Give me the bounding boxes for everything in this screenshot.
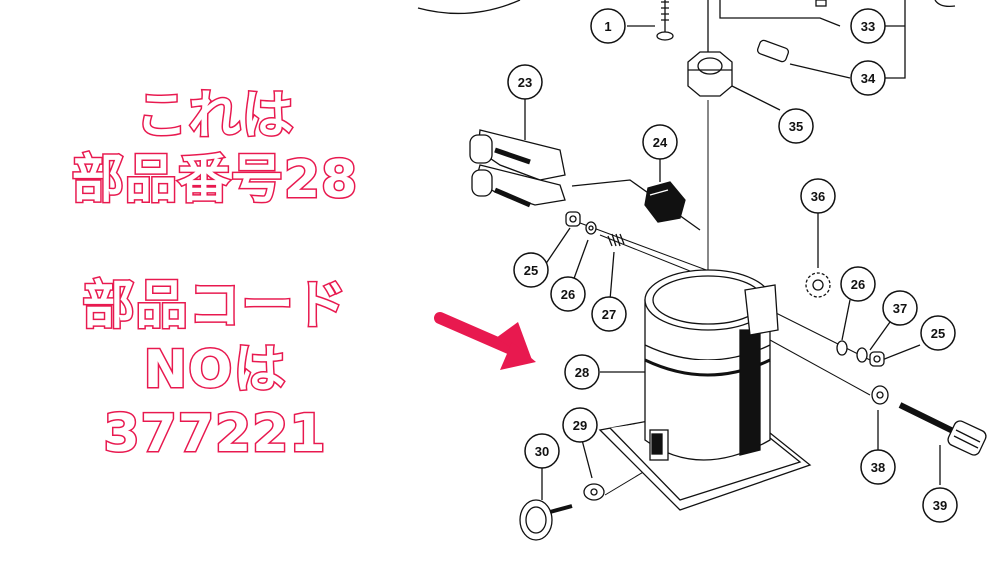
knob-part-24 xyxy=(644,181,686,223)
assembly-line-right-2 xyxy=(769,339,871,396)
callout-label-26a: 26 xyxy=(561,287,575,302)
leader-34 xyxy=(789,63,851,79)
red-pointer-arrow xyxy=(434,312,536,370)
small-part-33 xyxy=(815,0,827,7)
leader-29 xyxy=(581,439,593,479)
callout-27: 27 xyxy=(591,296,627,332)
callout-label-33: 33 xyxy=(861,19,875,34)
leader-35 xyxy=(727,83,781,111)
bracket-33-34 xyxy=(885,0,906,79)
callout-label-39: 39 xyxy=(933,498,947,513)
callout-label-1: 1 xyxy=(604,19,611,34)
callout-label-29: 29 xyxy=(573,418,587,433)
callout-24: 24 xyxy=(642,124,678,160)
callout-23: 23 xyxy=(507,64,543,100)
leader-26a xyxy=(571,239,589,285)
leader-26b xyxy=(841,299,851,341)
gear-part-36 xyxy=(805,272,831,298)
callout-label-27: 27 xyxy=(602,307,616,322)
callout-25b: 25 xyxy=(920,315,956,351)
assembly-line-right-1 xyxy=(769,309,871,361)
nut-part-25b xyxy=(869,351,885,367)
callout-1: 1 xyxy=(590,8,626,44)
callout-33: 33 xyxy=(850,8,886,44)
callout-label-25a: 25 xyxy=(524,263,538,278)
leader-37 xyxy=(869,321,891,351)
top-arc-left xyxy=(417,0,521,15)
callout-26a: 26 xyxy=(550,276,586,312)
annotation-line-1: これは xyxy=(134,86,295,146)
callout-label-28: 28 xyxy=(575,365,589,380)
callout-label-38: 38 xyxy=(871,460,885,475)
washer-part-29 xyxy=(583,483,605,501)
callout-label-30: 30 xyxy=(535,444,549,459)
clamp-lever-part-23 xyxy=(469,129,566,208)
nut-part-25a xyxy=(565,211,581,227)
screw-part-1 xyxy=(656,0,674,41)
callout-29: 29 xyxy=(562,407,598,443)
nut-part-35 xyxy=(687,51,733,97)
callout-37: 37 xyxy=(882,290,918,326)
knob-part-30 xyxy=(519,499,573,541)
callout-38: 38 xyxy=(860,449,896,485)
washer-part-26a xyxy=(585,221,597,235)
annotation-line-5: 377221 xyxy=(102,404,327,464)
callout-label-25b: 25 xyxy=(931,326,945,341)
washer-part-38 xyxy=(871,385,889,405)
washer-part-37 xyxy=(856,347,868,363)
callout-26b: 26 xyxy=(840,266,876,302)
motor-housing-part-28 xyxy=(598,269,812,511)
callout-28: 28 xyxy=(564,354,600,390)
top-arc-right xyxy=(934,0,956,8)
callout-30: 30 xyxy=(524,433,560,469)
callout-label-34: 34 xyxy=(861,71,876,86)
annotation-line-3: 部品コード xyxy=(81,276,348,336)
callout-label-23: 23 xyxy=(518,75,532,90)
bolt-part-39 xyxy=(898,402,987,456)
callout-label-37: 37 xyxy=(893,301,907,316)
callout-39: 39 xyxy=(922,487,958,523)
callout-label-35: 35 xyxy=(789,119,803,134)
callout-label-36: 36 xyxy=(811,189,825,204)
leader-27 xyxy=(609,251,615,301)
leader-25b xyxy=(881,344,921,361)
leader-33 xyxy=(719,0,841,27)
annotation-line-2: 部品番号28 xyxy=(70,150,359,210)
callout-25a: 25 xyxy=(513,252,549,288)
callout-35: 35 xyxy=(778,108,814,144)
callout-34: 34 xyxy=(850,60,886,96)
callout-group: 1 23 24 25 26 27 28 29 30 33 34 35 36 26… xyxy=(507,8,958,523)
assembly-line-low xyxy=(599,234,701,276)
washer-part-26b xyxy=(836,340,848,356)
spring-part-27 xyxy=(607,233,625,247)
leader-25a xyxy=(544,227,571,266)
annotation-line-4: NOは xyxy=(142,340,287,400)
callout-36: 36 xyxy=(800,178,836,214)
spacer-part-34 xyxy=(756,39,790,63)
callout-label-24: 24 xyxy=(653,135,668,150)
callout-label-26b: 26 xyxy=(851,277,865,292)
